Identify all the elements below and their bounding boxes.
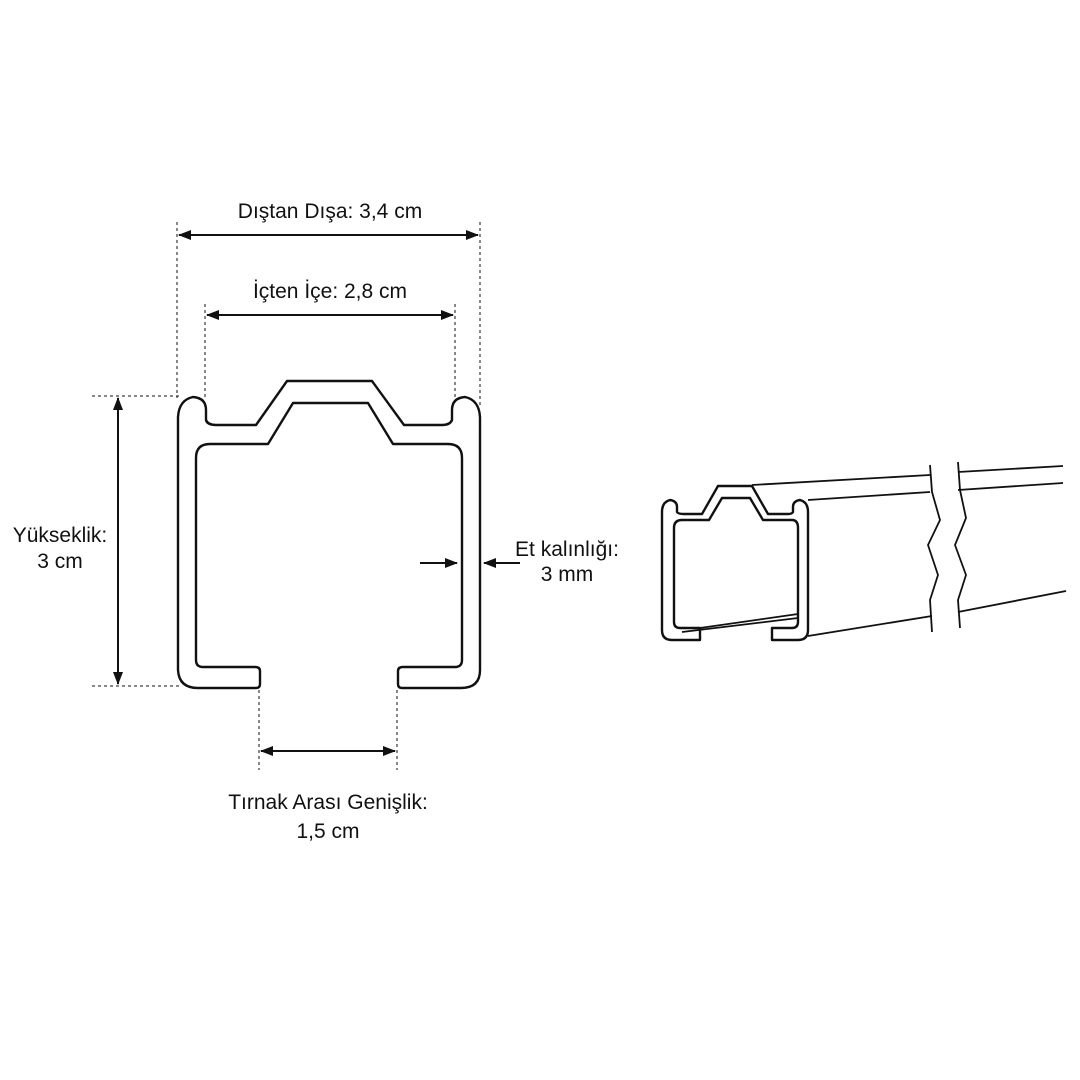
break-mark-left xyxy=(927,464,941,633)
rail-end-profile xyxy=(660,484,810,642)
outer-width-label: Dıştan Dışa: 3,4 cm xyxy=(238,200,422,223)
rail-perspective-view xyxy=(660,461,1067,642)
rail-top-edge xyxy=(751,474,931,486)
extension-lines xyxy=(92,222,481,770)
cross-section-profile xyxy=(176,379,482,690)
rail-inner-floor xyxy=(681,613,799,633)
gap-width-label: Tırnak Arası Genişlik: xyxy=(228,791,428,814)
wall-thickness-label: Et kalınlığı: xyxy=(515,538,619,561)
gap-width-value: 1,5 cm xyxy=(296,820,359,843)
rail-far-top xyxy=(957,465,1064,473)
height-value: 3 cm xyxy=(37,550,83,573)
rail-far-bottom xyxy=(957,590,1067,613)
dimension-labels: Dıştan Dışa: 3,4 cm İçten İçe: 2,8 cm Yü… xyxy=(13,200,619,843)
dimension-arrows xyxy=(113,230,520,756)
inner-width-label: İçten İçe: 2,8 cm xyxy=(253,280,407,303)
wall-thickness-value: 3 mm xyxy=(541,563,594,586)
height-label: Yükseklik: xyxy=(13,524,108,547)
rail-bottom-edge xyxy=(807,615,933,637)
profile-outer-outline xyxy=(176,379,482,690)
rail-top-edge-2 xyxy=(807,491,931,501)
profile-inner-line xyxy=(205,419,217,426)
break-mark-right xyxy=(954,461,967,629)
rail-far-top-2 xyxy=(957,482,1064,491)
